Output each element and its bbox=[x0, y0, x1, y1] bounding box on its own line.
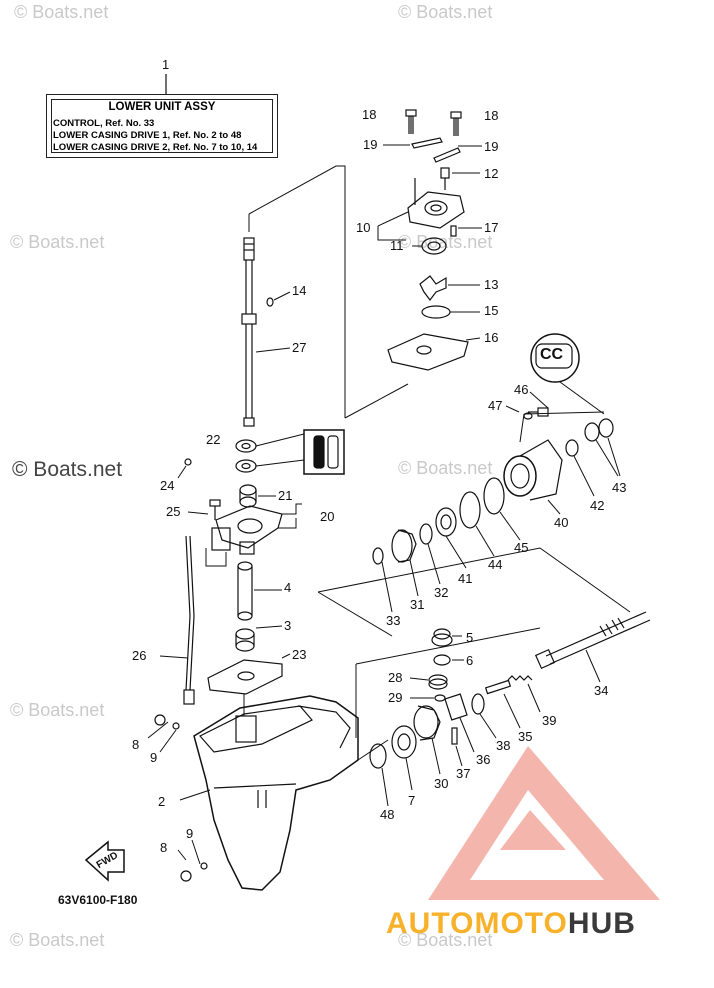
callout-18-right[interactable]: 18 bbox=[484, 108, 499, 123]
callout-48[interactable]: 48 bbox=[380, 807, 395, 822]
callout-35[interactable]: 35 bbox=[518, 729, 533, 744]
callout-45[interactable]: 45 bbox=[514, 540, 529, 555]
callout-5[interactable]: 5 bbox=[466, 630, 474, 645]
legend-title: LOWER UNIT ASSY bbox=[108, 101, 216, 113]
callout-15[interactable]: 15 bbox=[484, 303, 499, 318]
legend-line: LOWER CASING DRIVE 1, Ref. No. 2 to 48 bbox=[53, 130, 242, 141]
watermark: © Boats.net bbox=[12, 458, 123, 481]
callout-37[interactable]: 37 bbox=[456, 766, 471, 781]
watermark: © Boats.net bbox=[398, 930, 493, 950]
callout-4[interactable]: 4 bbox=[284, 580, 292, 595]
callout-34[interactable]: 34 bbox=[594, 683, 609, 698]
callout-28[interactable]: 28 bbox=[388, 670, 403, 685]
callout-22[interactable]: 22 bbox=[206, 432, 221, 447]
callout-18-left[interactable]: 18 bbox=[362, 107, 377, 122]
callout-44[interactable]: 44 bbox=[488, 557, 503, 572]
bolt-18-left bbox=[405, 109, 417, 134]
bolt-18-right bbox=[450, 111, 462, 136]
watermark: © Boats.net bbox=[398, 2, 493, 22]
callout-10[interactable]: 10 bbox=[356, 220, 371, 235]
callout-40[interactable]: 40 bbox=[554, 515, 569, 530]
callout-20[interactable]: 20 bbox=[320, 509, 335, 524]
callout-39[interactable]: 39 bbox=[542, 713, 557, 728]
legend-box: LOWER UNIT ASSY CONTROL, Ref. No. 33 LOW… bbox=[46, 94, 278, 158]
callout-33[interactable]: 33 bbox=[386, 613, 401, 628]
legend-line: CONTROL, Ref. No. 33 bbox=[53, 118, 155, 129]
watermark: © Boats.net bbox=[10, 232, 105, 252]
callout-41[interactable]: 41 bbox=[458, 571, 473, 586]
lower-casing-2 bbox=[193, 695, 359, 891]
callout-19-right[interactable]: 19 bbox=[484, 139, 499, 154]
callout-7[interactable]: 7 bbox=[408, 793, 416, 808]
callout-21[interactable]: 21 bbox=[278, 488, 293, 503]
callout-23[interactable]: 23 bbox=[292, 647, 307, 662]
callout-27[interactable]: 27 bbox=[292, 340, 307, 355]
callout-42[interactable]: 42 bbox=[590, 498, 605, 513]
automotohub-logo-mark bbox=[428, 746, 660, 900]
brand-part-1: AUTOMOTO bbox=[386, 907, 568, 940]
watermark: © Boats.net bbox=[14, 2, 109, 22]
callout-2[interactable]: 2 bbox=[158, 794, 166, 809]
callout-17[interactable]: 17 bbox=[484, 220, 499, 235]
diagram-code: 63V6100-F180 bbox=[58, 893, 138, 907]
legend-ref-number: 1 bbox=[162, 57, 170, 72]
callout-31[interactable]: 31 bbox=[410, 597, 425, 612]
callout-11[interactable]: 11 bbox=[390, 238, 404, 253]
brand-part-2: HUB bbox=[567, 907, 636, 940]
watermark: © Boats.net bbox=[10, 700, 105, 720]
callout-36[interactable]: 36 bbox=[476, 752, 491, 767]
callout-6[interactable]: 6 bbox=[466, 653, 474, 668]
cc-label: CC bbox=[540, 346, 564, 363]
watermark: © Boats.net bbox=[398, 458, 493, 478]
callout-32[interactable]: 32 bbox=[434, 585, 449, 600]
callout-26[interactable]: 26 bbox=[132, 648, 147, 663]
watermark: © Boats.net bbox=[10, 930, 105, 950]
callout-8-lower[interactable]: 8 bbox=[160, 840, 168, 855]
callout-47[interactable]: 47 bbox=[488, 398, 503, 413]
callout-19-left[interactable]: 19 bbox=[363, 137, 378, 152]
automotohub-wordmark: AUTOMOTOHUB bbox=[386, 907, 636, 941]
callout-8-upper[interactable]: 8 bbox=[132, 737, 140, 752]
legend-inner-frame bbox=[51, 99, 273, 153]
callout-29[interactable]: 29 bbox=[388, 690, 403, 705]
callout-9-lower[interactable]: 9 bbox=[186, 826, 194, 841]
callout-12[interactable]: 12 bbox=[484, 166, 499, 181]
callout-9-upper[interactable]: 9 bbox=[150, 750, 158, 765]
callout-16[interactable]: 16 bbox=[484, 330, 499, 345]
callout-43[interactable]: 43 bbox=[612, 480, 627, 495]
callout-25[interactable]: 25 bbox=[166, 504, 181, 519]
legend-line: LOWER CASING DRIVE 2, Ref. No. 7 to 10, … bbox=[53, 142, 258, 153]
driveshaft-27 bbox=[241, 237, 257, 427]
callout-3[interactable]: 3 bbox=[284, 618, 292, 633]
callout-14[interactable]: 14 bbox=[292, 283, 307, 298]
callout-24[interactable]: 24 bbox=[160, 478, 175, 493]
callout-30[interactable]: 30 bbox=[434, 776, 449, 791]
propeller-shaft-34 bbox=[534, 611, 651, 670]
callout-38[interactable]: 38 bbox=[496, 738, 511, 753]
callout-46[interactable]: 46 bbox=[514, 382, 529, 397]
callout-13[interactable]: 13 bbox=[484, 277, 499, 292]
